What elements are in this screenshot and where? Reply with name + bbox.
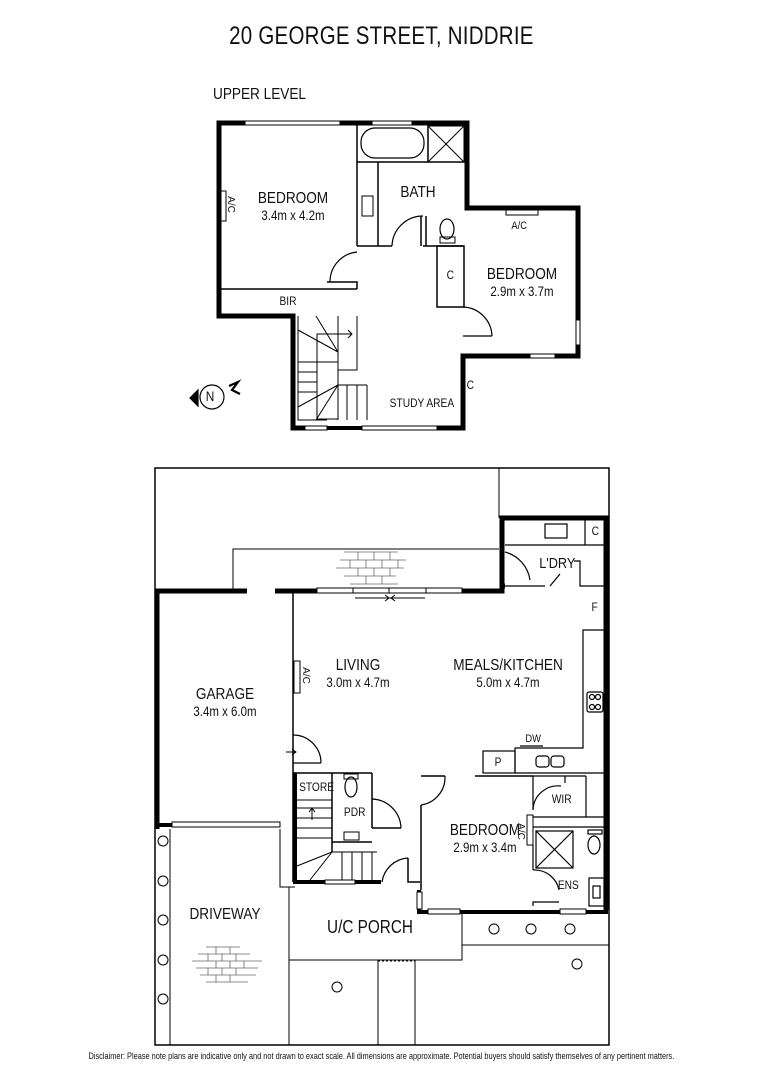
upper-level-heading: UPPER LEVEL bbox=[213, 86, 306, 103]
upper-cupboard-2: C bbox=[466, 378, 475, 392]
compass-north-label: N bbox=[205, 388, 215, 404]
brick-paving-icon bbox=[192, 946, 262, 983]
area-driveway: DRIVEWAY bbox=[189, 906, 261, 923]
brick-paving-icon bbox=[336, 551, 406, 585]
area-uc-porch: U/C PORCH bbox=[327, 917, 413, 937]
room-store: STORE bbox=[299, 780, 335, 794]
room-pdr: PDR bbox=[343, 805, 366, 819]
upper-cupboard-1: C bbox=[446, 268, 455, 282]
room-garage: GARAGE 3.4m x 6.0m bbox=[193, 686, 257, 720]
property-title: 20 GEORGE STREET, NIDDRIE bbox=[229, 22, 534, 50]
living-ac-label: A/C bbox=[299, 667, 311, 684]
upper-level-walls bbox=[216, 120, 581, 431]
laundry-cupboard-label: C bbox=[591, 524, 600, 538]
dishwasher-label: DW bbox=[525, 733, 541, 745]
disclaimer-text: Disclaimer: Please note plans are indica… bbox=[88, 1051, 675, 1061]
room-upper-study-area: STUDY AREA bbox=[389, 396, 455, 410]
bedroom-ac-label: A/C bbox=[514, 823, 526, 840]
room-living: LIVING 3.0m x 4.7m bbox=[326, 657, 390, 691]
fridge-label: F bbox=[591, 600, 598, 614]
room-wir: WIR bbox=[551, 792, 572, 806]
room-upper-bath: BATH bbox=[400, 184, 436, 201]
room-upper-bedroom-2: BEDROOM 2.9m x 3.7m bbox=[486, 266, 558, 300]
room-ground-bedroom: BEDROOM 2.9m x 3.4m bbox=[449, 822, 521, 856]
room-laundry: L'DRY bbox=[539, 555, 576, 572]
north-compass bbox=[189, 379, 242, 410]
room-ens: ENS bbox=[557, 878, 579, 892]
upper-ac-label-2: A/C bbox=[511, 220, 527, 232]
pantry-label: P bbox=[494, 755, 502, 769]
ground-level-walls bbox=[154, 467, 610, 1046]
upper-ac-label-1: A/C bbox=[224, 196, 236, 213]
room-meals-kitchen: MEALS/KITCHEN 5.0m x 4.7m bbox=[453, 657, 563, 691]
room-upper-bir: BIR bbox=[279, 294, 297, 308]
room-upper-bedroom-1: BEDROOM 3.4m x 4.2m bbox=[257, 190, 329, 224]
